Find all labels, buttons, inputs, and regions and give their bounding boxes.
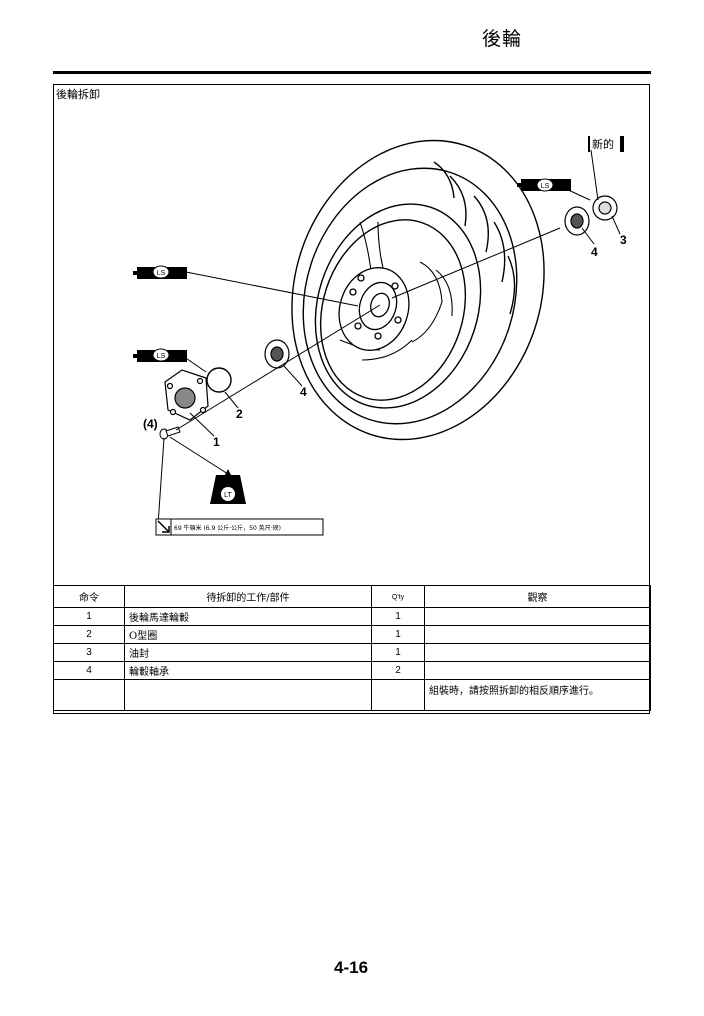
header-remarks: 觀察 <box>424 585 651 608</box>
content-frame <box>53 84 650 714</box>
row-job: O型圈 <box>124 625 372 644</box>
torque-spec-box: 69 牛頓米 (6.9 公斤‧公斤，50 英尺‧磅) <box>155 518 324 536</box>
hub-bearing-left <box>264 339 290 369</box>
qty-head-label: Q'ty <box>391 594 405 601</box>
row-qty: 2 <box>371 661 425 680</box>
oil-seal <box>592 195 618 221</box>
row-order: 1 <box>53 607 125 626</box>
ls-grease-symbol-hub: LS <box>133 265 187 279</box>
reassembly-note: 組裝時，請按照拆卸的相反順序進行。 <box>424 679 651 711</box>
ls-grease-symbol-oring: LS <box>133 348 187 362</box>
header-qty: Q'ty <box>371 585 425 608</box>
row-job: 輪轂軸承 <box>124 661 372 680</box>
lt-label: LT <box>224 492 232 499</box>
note-empty-cell <box>371 679 425 711</box>
note-empty-cell <box>53 679 125 711</box>
page-number: 4-16 <box>334 958 369 977</box>
ls-label: LS <box>541 183 550 190</box>
rear-wheel-exploded-diagram: LS LS LS LT 新的 69 牛頓米 (6.9 公斤‧公斤，50 英尺‧磅… <box>133 136 627 536</box>
table-row: 4 輪轂軸承 2 <box>53 661 651 680</box>
parts-table: 命令 待拆卸的工作/部件 Q'ty 觀察 1 後輪馬達輪轂 1 2 O型圈 1 … <box>53 585 651 711</box>
assembly-axis-lines <box>157 149 621 526</box>
hub-bearing-right <box>564 206 590 236</box>
row-qty: 1 <box>371 643 425 662</box>
note-empty-cell <box>124 679 372 711</box>
table-row: 2 O型圈 1 <box>53 625 651 644</box>
table-header-row: 命令 待拆卸的工作/部件 Q'ty 觀察 <box>53 585 651 608</box>
row-remarks <box>424 607 651 626</box>
row-remarks <box>424 643 651 662</box>
callout-labels: 3 4 4 2 1 (4) <box>143 233 627 449</box>
callout-4-left: 4 <box>300 385 307 399</box>
table-row: 3 油封 1 <box>53 643 651 662</box>
row-job: 油封 <box>124 643 372 662</box>
torque-spec-text: 69 牛頓米 (6.9 公斤‧公斤，50 英尺‧磅) <box>174 524 281 532</box>
table-note-row: 組裝時，請按照拆卸的相反順序進行。 <box>53 679 651 711</box>
callout-4-bolt: (4) <box>143 417 158 431</box>
ls-label: LS <box>157 353 166 360</box>
callout-3: 3 <box>620 233 627 247</box>
header-rule <box>53 71 651 74</box>
callout-1: 1 <box>213 435 220 449</box>
row-remarks <box>424 625 651 644</box>
callout-4-right: 4 <box>591 245 598 259</box>
rear-wheel-motor-hub <box>164 369 209 421</box>
row-qty: 1 <box>371 607 425 626</box>
lt-locking-agent-symbol: LT <box>210 469 246 504</box>
header-title: 後輪 <box>482 28 523 50</box>
row-order: 3 <box>53 643 125 662</box>
ls-label: LS <box>157 270 166 277</box>
callout-2: 2 <box>236 407 243 421</box>
header-job: 待拆卸的工作/部件 <box>124 585 372 608</box>
row-order: 4 <box>53 661 125 680</box>
row-order: 2 <box>53 625 125 644</box>
section-title: 後輪拆卸 <box>56 88 100 101</box>
row-qty: 1 <box>371 625 425 644</box>
row-remarks <box>424 661 651 680</box>
rear-tire <box>291 139 545 441</box>
new-part-marker: 新的 <box>588 136 624 152</box>
row-job: 後輪馬達輪轂 <box>124 607 372 626</box>
new-label: 新的 <box>592 137 614 151</box>
header-order: 命令 <box>53 585 125 608</box>
o-ring <box>206 367 232 393</box>
ls-grease-symbol-top: LS <box>517 178 571 192</box>
table-row: 1 後輪馬達輪轂 1 <box>53 607 651 626</box>
